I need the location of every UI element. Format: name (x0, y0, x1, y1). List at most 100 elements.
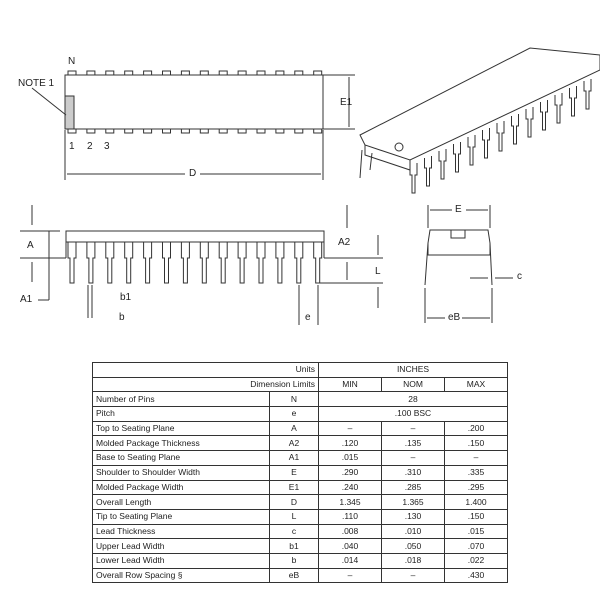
end-view (424, 205, 513, 323)
top-pin (237, 70, 247, 75)
package-drawing (20, 47, 600, 325)
side-lead (180, 242, 190, 284)
param-name: Molded Package Thickness (92, 435, 270, 452)
top-pin (67, 70, 77, 75)
param-min: .040 (318, 538, 382, 554)
param-max: .015 (444, 523, 508, 540)
table-row: Overall Row Spacing §eB––.430 (92, 567, 508, 584)
bottom-pin (143, 129, 153, 134)
param-min: – (318, 420, 382, 437)
iso-lead (525, 107, 534, 138)
bottom-pin (218, 129, 228, 134)
dim-b1: b1 (120, 292, 132, 303)
top-pin (218, 70, 228, 75)
param-max: – (444, 450, 508, 466)
param-name: Overall Length (92, 494, 270, 510)
param-symbol: e (269, 406, 319, 422)
side-lead (218, 242, 228, 284)
top-pin (313, 70, 323, 75)
param-max: .200 (444, 420, 508, 437)
param-max: .335 (444, 464, 508, 481)
bottom-pin (124, 129, 134, 134)
pin-2-label: 2 (87, 141, 93, 152)
top-pin (105, 70, 115, 75)
param-min: .290 (318, 464, 382, 481)
top-pin (124, 70, 134, 75)
top-pin (86, 70, 96, 75)
side-lead (313, 242, 323, 284)
side-lead (67, 242, 77, 284)
side-lead (143, 242, 153, 284)
param-name: Pitch (92, 406, 270, 422)
param-max: .150 (444, 435, 508, 452)
bottom-pin (105, 129, 115, 134)
param-symbol: b (269, 552, 319, 569)
param-min: .014 (318, 552, 382, 569)
iso-lead (409, 163, 418, 194)
iso-lead (511, 114, 519, 145)
param-nom: .010 (381, 523, 445, 540)
param-nom: – (381, 420, 445, 437)
param-min: .015 (318, 450, 382, 466)
param-min: .110 (318, 508, 382, 525)
col-max: MAX (444, 376, 508, 393)
param-name: Upper Lead Width (92, 538, 270, 554)
param-nom: .310 (381, 464, 445, 481)
param-name: Number of Pins (92, 391, 270, 408)
param-nom: .018 (381, 552, 445, 569)
iso-lead (424, 156, 432, 187)
dim-l: L (375, 266, 381, 277)
param-symbol: A1 (269, 450, 319, 466)
param-symbol: L (269, 508, 319, 525)
bottom-pin (275, 129, 285, 134)
param-max: .295 (444, 479, 508, 496)
bottom-pin (237, 129, 247, 134)
dim-e: e (305, 312, 311, 323)
param-name: Overall Row Spacing § (92, 567, 270, 584)
top-pin (199, 70, 209, 75)
iso-lead (540, 100, 548, 131)
pin-3-label: 3 (104, 141, 110, 152)
param-name: Lead Thickness (92, 523, 270, 540)
side-lead (294, 242, 304, 284)
top-pin (294, 70, 304, 75)
side-lead (86, 242, 96, 284)
param-max: 1.400 (444, 494, 508, 510)
side-lead (275, 242, 285, 284)
side-lead (199, 242, 209, 284)
param-min: .240 (318, 479, 382, 496)
side-lead (124, 242, 134, 284)
top-pin (180, 70, 190, 75)
side-lead (256, 242, 266, 284)
param-symbol: c (269, 523, 319, 540)
bottom-pin (294, 129, 304, 134)
param-min: 1.345 (318, 494, 382, 510)
dim-a2: A2 (338, 237, 351, 248)
param-name: Tip to Seating Plane (92, 508, 270, 525)
top-pin (256, 70, 266, 75)
param-nom: 1.365 (381, 494, 445, 510)
side-lead (105, 242, 115, 284)
bottom-pin (256, 129, 266, 134)
param-symbol: b1 (269, 538, 319, 554)
side-lead (237, 242, 247, 284)
param-name: Top to Seating Plane (92, 420, 270, 437)
iso-lead (554, 93, 563, 124)
iso-lead (453, 142, 461, 173)
iso-lead (467, 135, 476, 166)
param-symbol: E1 (269, 479, 319, 496)
dim-e-width: E (455, 204, 462, 215)
dim-eb: eB (448, 312, 461, 323)
dim-b: b (119, 312, 125, 323)
param-nom: .135 (381, 435, 445, 452)
param-symbol: N (269, 391, 319, 408)
col-min: MIN (318, 376, 382, 393)
param-value: 28 (318, 391, 508, 408)
iso-lead (583, 79, 592, 110)
